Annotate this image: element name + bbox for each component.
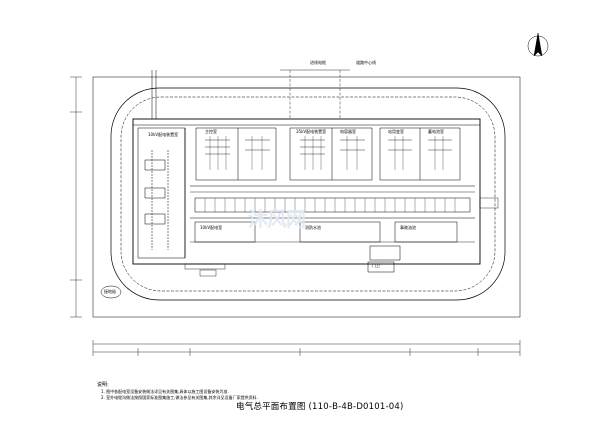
ring-road-inner [120,96,496,292]
drawing-title: 电气总平面布置图 (110-B-4B-D0101-04) [236,402,404,412]
road-center-label: 道路中心线 [356,60,376,65]
cable-in-label: 进线电缆 [310,60,326,65]
notes-title: 说明: [97,382,109,388]
site-boundary [92,76,521,318]
note-2: 2. 室外电缆沟做法按照国家标准图集施工,做法参见有关图集,其余详见设备厂家提供… [101,395,258,400]
corner-label: 接地极 [104,289,116,294]
bottom-label-1: 消防水池 [305,225,321,230]
room-label-2: 主控室 [205,129,217,134]
ring-road-outer [110,87,506,301]
north-arrow-icon [527,32,549,57]
room-label-6: 蓄电池室 [428,129,444,134]
main-building [132,118,481,265]
note-1: 1. 图中各配电室设备安装做法详见有关图集,具体以施工图设备安装为准. [101,389,229,394]
bottom-label-2: 事故油池 [400,225,416,230]
bottom-label-3: 门卫 [372,263,380,268]
room-label-3: 35kV配电装置室 [296,129,327,134]
room-label-7: 10kV配电室 [200,225,223,230]
room-label-1: 10kV配电装置室 [148,132,179,137]
room-label-4: 电容器室 [340,129,356,134]
room-label-5: 站用变室 [388,129,404,134]
watermark: 沐风网 [248,207,306,231]
